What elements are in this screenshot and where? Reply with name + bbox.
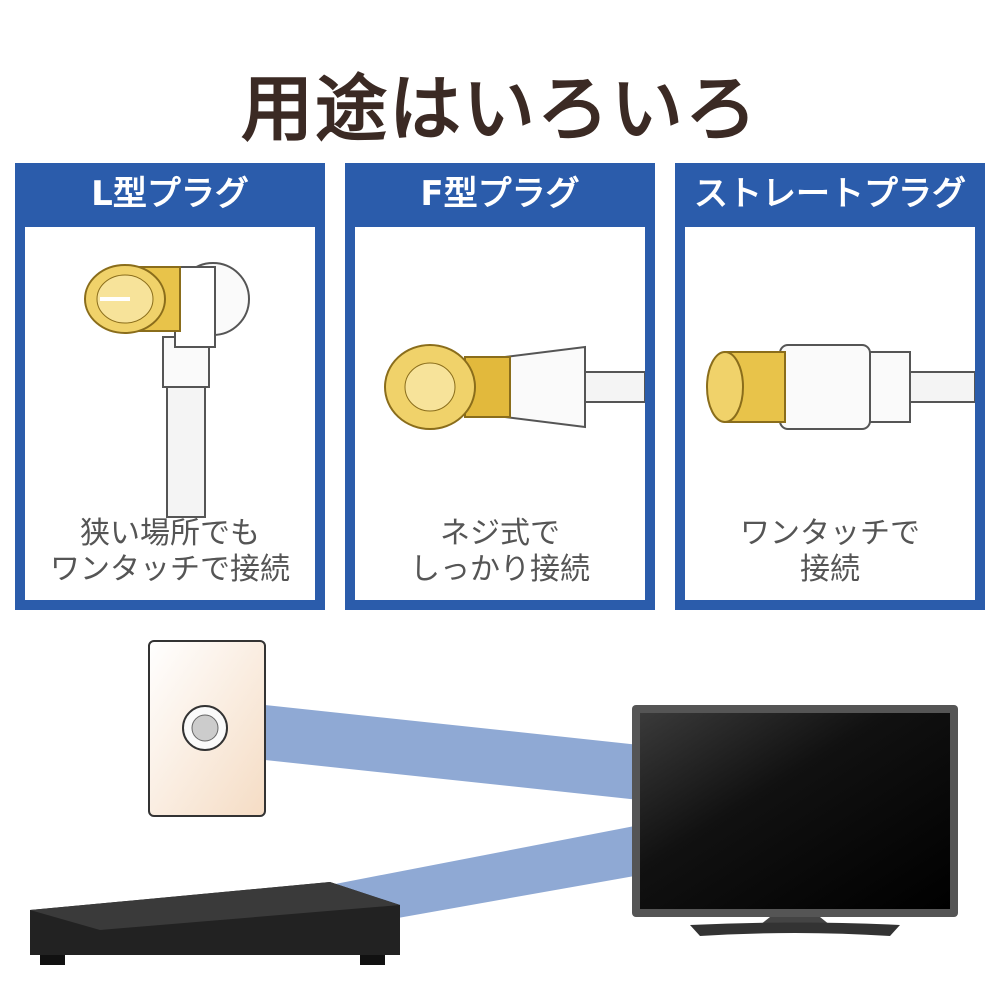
caption-line: ネジ式で: [440, 516, 560, 551]
card-caption: 狭い場所でも ワンタッチで接続: [25, 516, 315, 588]
cable-beam-wall-to-tv: [265, 705, 640, 800]
card-header: F型プラグ: [420, 174, 580, 214]
card-straight-plug: ストレートプラグ ワンタッチで 接続: [675, 163, 985, 610]
card-caption: ネジ式で しっかり接続: [355, 516, 645, 588]
caption-line: 狭い場所でも: [80, 516, 260, 551]
caption-line: ワンタッチで: [740, 516, 920, 551]
page-title: 用途はいろいろ: [240, 67, 759, 151]
connection-scene: [30, 640, 958, 965]
card-body: 狭い場所でも ワンタッチで接続: [25, 227, 315, 600]
card-header: L型プラグ: [91, 174, 249, 214]
card-f-plug: F型プラグ ネジ式で しっかり接続: [345, 163, 655, 610]
card-header: ストレートプラグ: [694, 174, 966, 214]
straight-plug-illustration: [706, 344, 975, 430]
cable-beam-recorder-to-tv: [330, 825, 640, 930]
card-l-plug: L型プラグ 狭い場所でも ワンタッチで接続: [15, 163, 325, 610]
card-caption: ワンタッチで 接続: [685, 516, 975, 588]
f-plug-illustration: [384, 344, 645, 430]
caption-line: しっかり接続: [410, 552, 590, 587]
card-body: ネジ式で しっかり接続: [355, 227, 645, 600]
caption-line: 接続: [800, 552, 860, 587]
caption-line: ワンタッチで接続: [50, 552, 290, 587]
card-body: ワンタッチで 接続: [685, 227, 975, 600]
l-plug-illustration: [84, 262, 250, 518]
